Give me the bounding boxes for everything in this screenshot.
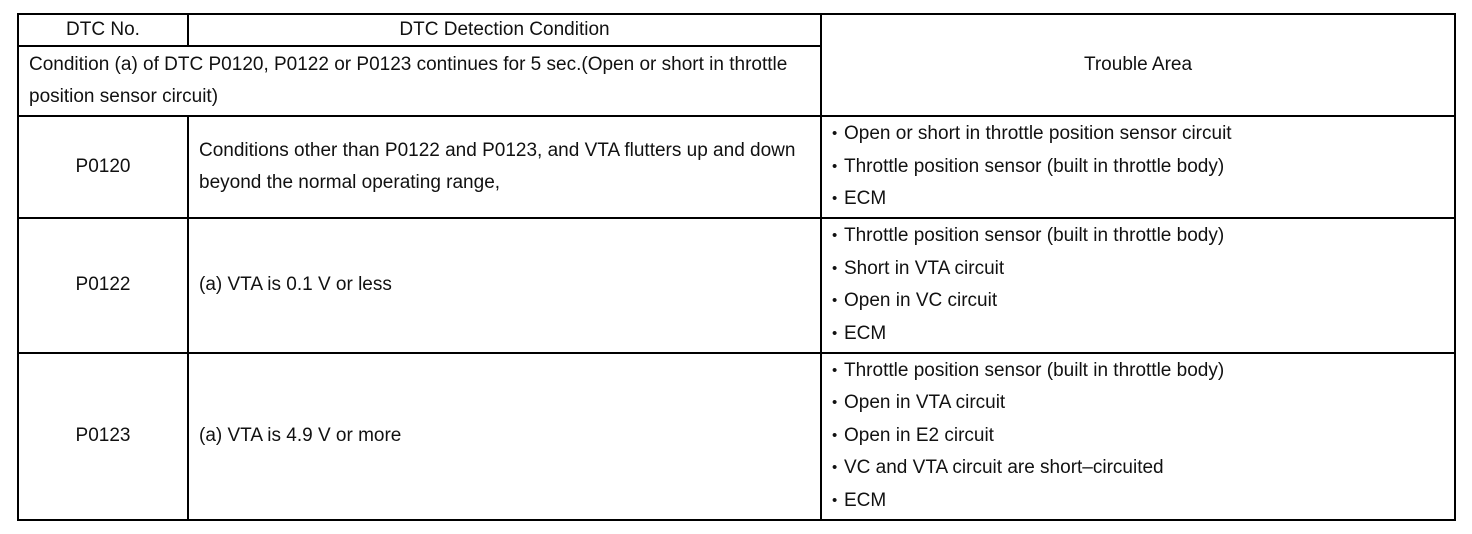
detection-condition: (a) VTA is 0.1 V or less: [187, 216, 822, 354]
list-item: ECM: [832, 485, 1444, 518]
table-row: P0120 Conditions other than P0122 and P0…: [17, 115, 1456, 219]
dtc-code: P0123: [17, 351, 189, 521]
detection-condition: Conditions other than P0122 and P0123, a…: [187, 115, 822, 219]
list-item: Open in VC circuit: [832, 285, 1444, 318]
list-item: Open in VTA circuit: [832, 387, 1444, 420]
list-item: ECM: [832, 318, 1444, 351]
dtc-code: P0122: [17, 216, 189, 354]
table-row: P0123 (a) VTA is 4.9 V or more Throttle …: [17, 351, 1456, 521]
list-item: Short in VTA circuit: [832, 253, 1444, 286]
trouble-area: Throttle position sensor (built in throt…: [820, 351, 1456, 521]
dtc-table-sheet: DTC No. DTC Detection Condition Trouble …: [17, 13, 1456, 521]
dtc-table: DTC No. DTC Detection Condition Trouble …: [17, 13, 1456, 521]
detection-condition: (a) VTA is 4.9 V or more: [187, 351, 822, 521]
table-row: P0122 (a) VTA is 0.1 V or less Throttle …: [17, 216, 1456, 354]
list-item: Open in E2 circuit: [832, 420, 1444, 453]
header-trouble-area: Trouble Area: [820, 13, 1456, 117]
header-detection-condition: DTC Detection Condition: [187, 13, 822, 47]
header-dtc-no: DTC No.: [17, 13, 189, 47]
trouble-area: Open or short in throttle position senso…: [820, 115, 1456, 219]
list-item: Throttle position sensor (built in throt…: [832, 220, 1444, 253]
dtc-code: P0120: [17, 115, 189, 219]
list-item: Throttle position sensor (built in throt…: [832, 355, 1444, 388]
trouble-list: Throttle position sensor (built in throt…: [832, 220, 1444, 350]
trouble-area: Throttle position sensor (built in throt…: [820, 216, 1456, 354]
list-item: Open or short in throttle position senso…: [832, 118, 1444, 151]
general-condition-row: Condition (a) of DTC P0120, P0122 or P01…: [17, 45, 1455, 117]
trouble-list: Throttle position sensor (built in throt…: [832, 355, 1444, 518]
list-item: ECM: [832, 183, 1444, 216]
table-header-row: DTC No. DTC Detection Condition Trouble …: [17, 13, 1456, 117]
list-item: Throttle position sensor (built in throt…: [832, 151, 1444, 184]
list-item: VC and VTA circuit are short–circuited: [832, 452, 1444, 485]
general-condition: Condition (a) of DTC P0120, P0122 or P01…: [17, 45, 822, 117]
trouble-list: Open or short in throttle position senso…: [832, 118, 1444, 216]
